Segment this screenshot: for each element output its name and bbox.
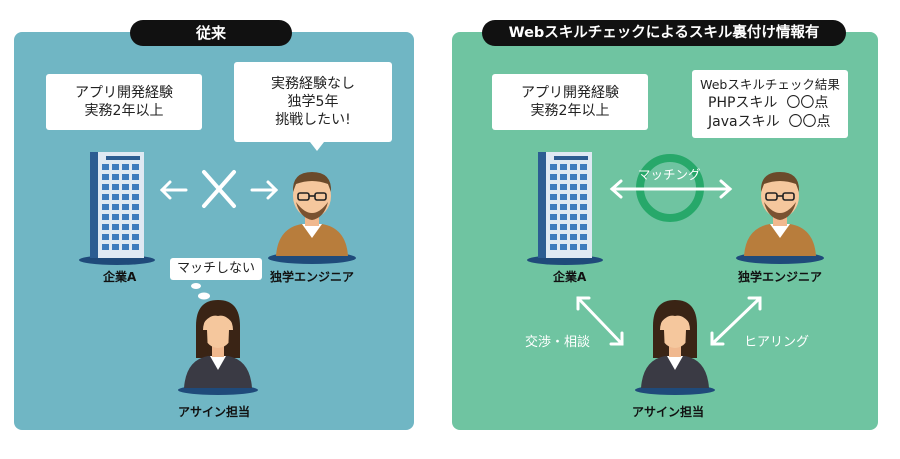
assignee-icon-right bbox=[635, 300, 715, 395]
skill-value: 〇〇点 bbox=[786, 95, 829, 111]
bubble-line: 実務経験なし bbox=[271, 76, 355, 92]
engineer-label-right: 独学エンジニア bbox=[738, 270, 823, 284]
assignee-label-right: アサイン担当 bbox=[632, 405, 705, 419]
bubble-line: 実務2年以上 bbox=[84, 103, 164, 119]
skill-check-result-title: Webスキルチェック結果 bbox=[700, 77, 840, 92]
bubble-line: 挑戦したい! bbox=[275, 112, 351, 128]
skill-name: PHPスキル bbox=[708, 95, 778, 111]
skill-score-row: PHPスキル 〇〇点 bbox=[692, 94, 848, 113]
engineer-icon-right bbox=[735, 171, 825, 265]
company-requirement-bubble-right: アプリ開発経験 実務2年以上 bbox=[492, 74, 648, 130]
matching-arrow bbox=[609, 179, 733, 199]
no-match-bubble: マッチしない bbox=[170, 258, 262, 280]
assignee-icon bbox=[178, 300, 258, 395]
skill-check-result-box: Webスキルチェック結果 PHPスキル 〇〇点 Javaスキル 〇〇点 bbox=[692, 70, 848, 138]
hearing-arrow bbox=[710, 296, 762, 346]
skill-name: Javaスキル bbox=[708, 114, 780, 130]
thought-bubble-dots bbox=[191, 283, 210, 300]
company-label-right: 企業A bbox=[553, 270, 587, 284]
no-connection-arrows bbox=[159, 180, 279, 200]
left-panel-title: 従来 bbox=[130, 20, 292, 46]
engineer-label: 独学エンジニア bbox=[270, 270, 355, 284]
company-label: 企業A bbox=[103, 270, 137, 284]
company-requirement-bubble: アプリ開発経験 実務2年以上 bbox=[46, 74, 202, 130]
engineer-bubble-tail bbox=[310, 142, 324, 151]
skill-value: 〇〇点 bbox=[788, 114, 831, 130]
bubble-line: 独学5年 bbox=[287, 94, 339, 110]
engineer-profile-bubble: 実務経験なし 独学5年 挑戦したい! bbox=[234, 62, 392, 142]
bubble-line: 実務2年以上 bbox=[530, 103, 610, 119]
assignee-label: アサイン担当 bbox=[178, 405, 251, 419]
cross-mark-icon bbox=[202, 170, 236, 208]
engineer-icon bbox=[267, 171, 357, 265]
bubble-line: アプリ開発経験 bbox=[521, 85, 619, 101]
company-building-icon-right bbox=[527, 152, 603, 265]
negotiation-label: 交渉・相談 bbox=[525, 335, 591, 350]
company-building-icon bbox=[79, 152, 155, 265]
hearing-label: ヒアリング bbox=[744, 335, 810, 350]
negotiation-arrow bbox=[576, 296, 624, 346]
bubble-line: アプリ開発経験 bbox=[75, 85, 173, 101]
skill-score-row: Javaスキル 〇〇点 bbox=[692, 113, 848, 132]
matching-label: マッチング bbox=[638, 167, 701, 182]
right-panel-title: Webスキルチェックによるスキル裏付け情報有 bbox=[482, 20, 846, 46]
